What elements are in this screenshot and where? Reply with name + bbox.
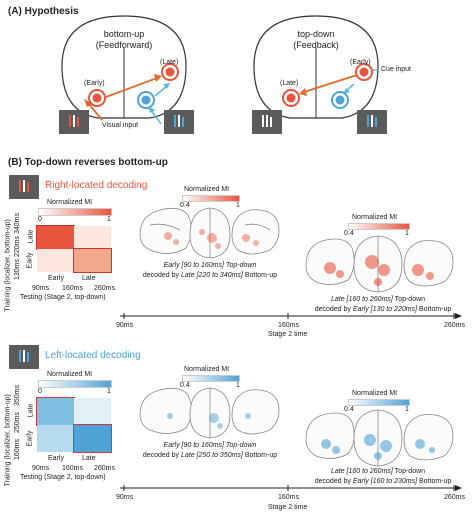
brain-r1-cb-min: 0.4 [180,202,190,209]
matrix-l-xtick-1: 160ms [62,465,84,472]
cell-r-early-early [37,249,74,272]
brain-r1-colorbar [182,195,240,202]
brain-r2-caption-1: Late [160 to 260ms] Top-down [330,296,426,303]
brain-r2-caption-2: decoded by Early [130 to 220ms] Bottom-u… [314,306,452,313]
arrow-head-blue-ff [163,83,170,89]
brain-r1-caption-2: decoded by Late [220 to 340ms] Bottom-up [142,272,278,279]
matrix-r-colorbar [38,208,112,216]
matrix-l [36,397,112,453]
matrix-r [36,225,112,273]
brain-l2-cb-label: Normalized MI [352,390,398,397]
matrix-r-x-early: Early [48,275,64,282]
right-decoding-title: Right-located decoding [45,180,148,191]
visual-input-label: Visual input [102,122,139,129]
stim-box-right-section [9,175,39,199]
cell-r-late-late [74,226,111,249]
matrix-r-xlabel: Testing (Stage 2, top-down) [20,294,106,301]
arrow-visual-input [87,102,103,121]
arrow-head-ff [154,74,162,82]
cell-l-late-early [36,397,75,426]
cell-r-late-early [36,225,75,250]
matrix-l-xtick-0: 90ms [32,465,50,472]
early-label-left: (Early) [84,80,105,87]
brain-r1-activation [164,229,259,249]
brain-r1-cb-label: Normalized MI [184,186,230,193]
brain-l2-cb-min: 0.4 [344,406,354,413]
matrix-r-xtick-1: 160ms [62,285,84,292]
brain-r2-cb-max: 1 [405,230,409,237]
brain-r1-caption-1: Early [90 to 160ms] Top-down [163,262,257,269]
stim-box-left-section [9,345,39,369]
brain-l1-cb-label: Normalized MI [184,366,230,373]
matrix-l-cb-label: Normalized MI [47,371,93,378]
brain-l1-caption-2: decoded by Late [250 to 350ms] Bottom-up [142,452,278,459]
arrow-head-fb [299,88,307,96]
timeline-r-label: Stage 2 time [268,331,308,338]
brain-l2 [305,409,454,467]
matrix-r-x-late: Late [82,275,96,282]
timeline-r-t1: 90ms [116,322,134,329]
brain-l2-colorbar [348,399,410,406]
matrix-l-xlabel: Testing (Stage 2, top-down) [20,474,106,481]
matrix-l-cb-min: 0 [38,388,42,395]
brain-l2-activation [321,434,435,460]
bottom-up-title: bottom-up [103,29,145,39]
arrow-blue-ff [154,85,168,97]
brain-l2-cb-max: 1 [405,406,409,413]
brain-l1-cb-max: 1 [236,382,240,389]
cell-r-early-late [73,248,112,273]
cell-l-early-late [73,424,112,453]
matrix-r-xtick-2: 260ms [94,285,116,292]
matrix-l-colorbar [38,380,112,388]
late-label-right: (Late) [280,80,299,87]
late-label-left: (Late) [160,59,179,66]
matrix-r-cb-min: 0 [38,216,42,223]
matrix-r-xtick-0: 90ms [32,285,50,292]
arrow-early-to-late-ff [105,77,158,98]
timeline-r-t2: 160ms [278,322,300,329]
brain-l1-cb-min: 0.4 [180,382,190,389]
left-decoding-title: Left-located decoding [45,350,141,361]
arrow-head-visual [84,99,93,107]
brain-l1-colorbar [182,375,240,382]
brain-l2-caption-2: decoded by Early [160 to 230ms] Bottom-u… [314,478,452,485]
brain-l2-caption-1: Late [160 to 260ms] Top-down [330,468,426,475]
brain-r2-colorbar [348,223,410,230]
matrix-l-cb-max: 1 [107,388,111,395]
timeline-l-t3: 260ms [444,494,466,501]
timeline-l-label: Stage 2 time [268,504,308,511]
brain-l1 [139,387,280,439]
matrix-r-cb-max: 1 [107,216,111,223]
cue-input-label: Cue input [381,66,411,73]
top-down-subtitle: (Feedback) [293,40,339,50]
brain-r2-cb-min: 0.4 [344,230,354,237]
cell-l-late-late [74,398,111,425]
matrix-l-xtick-2: 260ms [94,465,116,472]
timeline-l-t2: 160ms [278,494,300,501]
panel-b-heading: (B) Top-down reverses bottom-up [8,157,168,168]
panel-a-heading: (A) Hypothesis [8,6,79,17]
matrix-l-x-early: Early [48,455,64,462]
brain-r2-activation [324,255,434,286]
matrix-r-cb-label: Normalized MI [47,199,93,206]
timeline-l-t1: 90ms [116,494,134,501]
brain-r1 [139,207,280,259]
bottom-up-subtitle: (Feedforward) [95,40,153,50]
cell-l-early-early [37,425,74,452]
brain-r1-cb-max: 1 [236,202,240,209]
top-down-title: top-down [297,29,335,39]
brain-l1-caption-1: Early [90 to 160ms] Top-down [163,442,257,449]
early-label-right: (Early) [350,59,371,66]
timeline-r-t3: 260ms [444,322,466,329]
brain-l1-activation [167,413,251,429]
arrow-late-to-early-fb [303,74,358,93]
matrix-l-x-late: Late [82,455,96,462]
brain-r2-cb-label: Normalized MI [352,214,398,221]
